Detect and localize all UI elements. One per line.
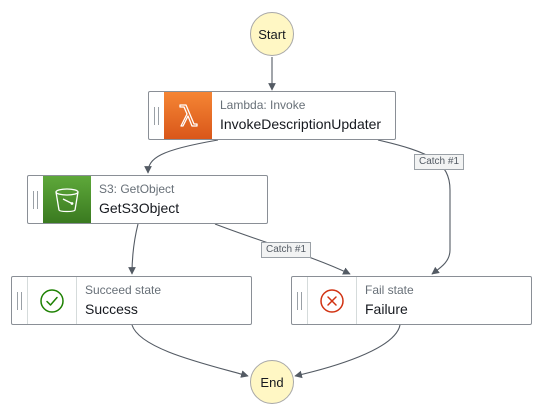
state-type-label: Lambda: Invoke [220, 97, 306, 112]
s3-bucket-icon [43, 176, 91, 223]
edge-fail-to-end [294, 324, 401, 379]
state-type-label: Fail state [365, 282, 414, 297]
end-label: End [260, 374, 284, 390]
state-get-s3-object[interactable]: S3: GetObject GetS3Object [27, 175, 268, 224]
catch-label-lambda: Catch #1 [414, 154, 465, 170]
state-invoke-description-updater[interactable]: Lambda: Invoke InvokeDescriptionUpdater [148, 91, 396, 140]
drag-handle[interactable] [28, 176, 43, 223]
end-node[interactable]: End [250, 360, 294, 404]
state-failure[interactable]: Fail state Failure [291, 276, 532, 325]
state-name: Failure [365, 300, 408, 317]
edge-lambda-catch-to-fail [377, 139, 451, 275]
drag-handle[interactable] [12, 277, 27, 324]
start-node[interactable]: Start [250, 12, 294, 56]
state-type-label: S3: GetObject [99, 181, 175, 196]
state-name: Success [85, 300, 138, 317]
drag-handle[interactable] [149, 92, 164, 139]
check-circle-icon [27, 277, 77, 324]
x-circle-icon [307, 277, 357, 324]
drag-handle[interactable] [292, 277, 307, 324]
edge-success-to-end [131, 324, 249, 378]
start-label: Start [258, 26, 286, 42]
edge-s3-to-success [128, 223, 139, 275]
lambda-icon [164, 92, 212, 139]
state-type-label: Succeed state [85, 282, 162, 297]
edge-lambda-to-s3 [144, 139, 219, 174]
catch-label-s3: Catch #1 [261, 242, 312, 258]
state-success[interactable]: Succeed state Success [11, 276, 252, 325]
state-name: GetS3Object [99, 199, 180, 216]
state-name: InvokeDescriptionUpdater [220, 115, 382, 132]
